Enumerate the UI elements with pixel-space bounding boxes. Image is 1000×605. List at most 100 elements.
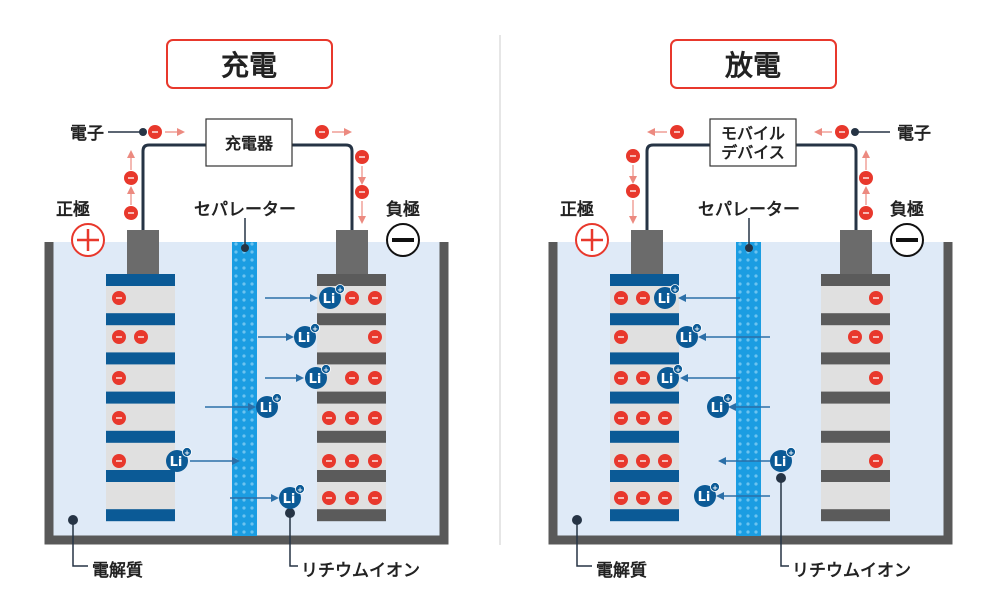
minus-icon: [386, 223, 420, 257]
electron-icon: [614, 491, 628, 505]
lithium-ion-icon: Li+: [770, 447, 796, 472]
lithium-ion-icon: Li+: [294, 323, 320, 348]
lithium-ion-icon: Li+: [654, 284, 680, 309]
electron-icon: [345, 411, 359, 425]
electron-label: 電子: [897, 124, 931, 144]
electron-label: 電子: [70, 124, 104, 144]
electron-icon: [658, 491, 672, 505]
electron-icon: [626, 149, 640, 163]
negative-terminal: [840, 230, 872, 274]
device-label: モバイル: [721, 124, 785, 143]
ion-charge: +: [297, 486, 303, 494]
ion-symbol: Li: [298, 331, 311, 346]
ion-charge: +: [337, 286, 343, 294]
panel-title: 放電: [724, 49, 781, 82]
electron-icon: [368, 330, 382, 344]
negative-electrode: [317, 274, 386, 522]
lithium-ion-icon: Li+: [694, 482, 720, 507]
ion-charge: +: [675, 366, 681, 374]
device-label: デバイス: [721, 143, 785, 162]
electron-icon: [112, 291, 126, 305]
electron-icon: [636, 454, 650, 468]
ion-symbol: Li: [658, 292, 671, 307]
circuit-wire: [141, 143, 354, 232]
ion-charge: +: [788, 449, 794, 457]
electron-icon: [859, 171, 873, 185]
lithium-ion-icon: Li+: [256, 393, 282, 418]
electron-icon: [322, 491, 336, 505]
electrolyte-label: 電解質: [596, 560, 647, 581]
electron-icon: [148, 125, 162, 139]
ion-charge: +: [323, 366, 329, 374]
ion-charge: +: [725, 395, 731, 403]
negative-electrode: [821, 274, 890, 522]
device-label: 充電器: [225, 134, 274, 153]
electron-icon: [124, 206, 138, 220]
electron-icon: [355, 150, 369, 164]
electron-icon: [636, 491, 650, 505]
electron-icon: [636, 411, 650, 425]
negative-label: 負極: [386, 199, 420, 220]
electron-icon: [345, 291, 359, 305]
electron-icon: [848, 330, 862, 344]
battery-case: [548, 242, 953, 545]
positive-terminal: [127, 230, 159, 274]
electron-icon: [614, 411, 628, 425]
positive-label: 正極: [560, 199, 594, 220]
separator-label: セパレーター: [698, 200, 800, 220]
plus-icon: [71, 223, 105, 257]
electron-icon: [614, 454, 628, 468]
ion-label: リチウムイオン: [301, 561, 420, 581]
electron-icon: [636, 371, 650, 385]
lithium-ion-icon: Li+: [166, 447, 192, 472]
lithium-ion-icon: Li+: [657, 364, 683, 389]
electron-icon: [355, 185, 369, 199]
electron-icon: [670, 125, 684, 139]
ion-symbol: Li: [309, 372, 322, 387]
panel-title: 充電: [221, 49, 277, 82]
positive-terminal: [631, 230, 663, 274]
electron-icon: [614, 291, 628, 305]
electron-icon: [368, 411, 382, 425]
electron-icon: [345, 371, 359, 385]
title-box: [670, 39, 837, 89]
electron-icon: [835, 125, 849, 139]
device-box: [709, 118, 797, 167]
plus-icon: [575, 223, 609, 257]
ion-symbol: Li: [711, 401, 724, 416]
ion-symbol: Li: [661, 372, 674, 387]
ion-symbol: Li: [170, 455, 183, 470]
electron-icon: [636, 291, 650, 305]
positive-label: 正極: [56, 199, 90, 220]
ion-symbol: Li: [680, 331, 693, 346]
electron-icon: [614, 371, 628, 385]
ion-symbol: Li: [774, 455, 787, 470]
ion-charge: +: [672, 286, 678, 294]
minus-icon: [890, 223, 924, 257]
electron-icon: [112, 330, 126, 344]
electron-icon: [112, 371, 126, 385]
negative-label: 負極: [890, 199, 924, 220]
negative-terminal: [336, 230, 368, 274]
electron-icon: [134, 330, 148, 344]
electrolyte-label: 電解質: [92, 560, 143, 581]
electron-icon: [859, 206, 873, 220]
charge-panel: 充電充電器電子正極負極セパレーター電解質リチウムイオンLi+Li+Li+Li+L…: [44, 39, 449, 581]
positive-electrode: [106, 274, 175, 522]
lithium-ion-icon: Li+: [707, 393, 733, 418]
electron-icon: [322, 411, 336, 425]
electron-icon: [368, 291, 382, 305]
lithium-ion-icon: Li+: [279, 484, 305, 509]
electron-icon: [869, 291, 883, 305]
electron-icon: [124, 171, 138, 185]
positive-electrode: [610, 274, 679, 522]
lithium-ion-icon: Li+: [319, 284, 345, 309]
ion-symbol: Li: [698, 490, 711, 505]
electron-icon: [658, 411, 672, 425]
discharge-panel: 放電モバイルデバイス電子正極負極セパレーター電解質リチウムイオンLi+Li+Li…: [548, 39, 953, 581]
electron-icon: [322, 454, 336, 468]
ion-charge: +: [694, 325, 700, 333]
ion-charge: +: [712, 484, 718, 492]
ion-charge: +: [274, 395, 280, 403]
